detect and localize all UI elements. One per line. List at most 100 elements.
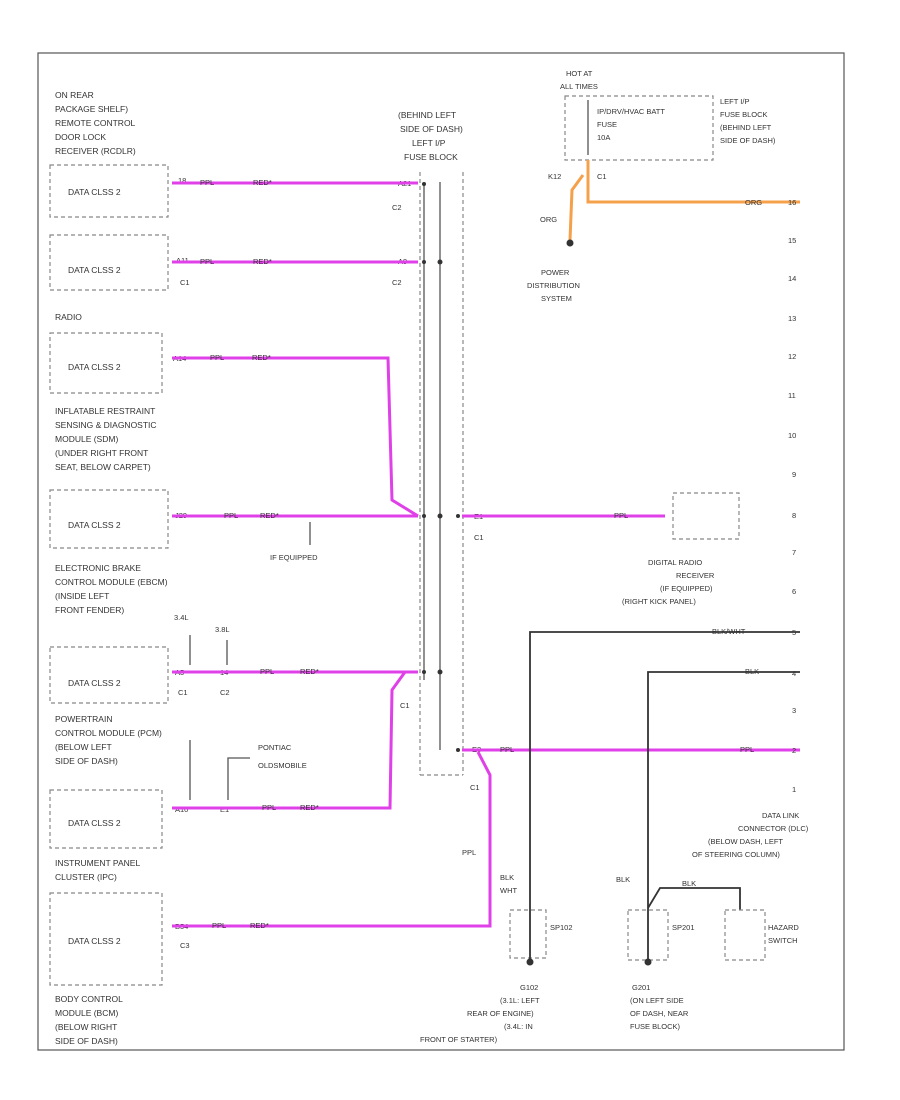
pcm-variant-1: PONTIAC bbox=[258, 743, 292, 752]
rcdlr-title-4: DOOR LOCK bbox=[55, 132, 106, 142]
battery-feed: HOT AT ALL TIMES IP/DRV/HVAC BATT FUSE 1… bbox=[527, 69, 800, 303]
pcm-label: DATA CLSS 2 bbox=[68, 818, 121, 828]
wire-hazard bbox=[647, 887, 741, 910]
sp201-box bbox=[627, 909, 669, 961]
sdm-note: IF EQUIPPED bbox=[270, 553, 318, 562]
ground-g102: SP102 G102 (3.1L: LEFT REAR OF ENGINE) (… bbox=[420, 909, 573, 1044]
wire-ebcm-stripe: RED* bbox=[300, 667, 319, 676]
pds-text-3: SYSTEM bbox=[541, 294, 572, 303]
dlc-title-3: (BELOW DASH, LEFT bbox=[708, 837, 783, 846]
ipc-label: DATA CLSS 2 bbox=[68, 936, 121, 946]
ebcm-conn-2: C2 bbox=[220, 688, 230, 697]
pcm-variant-2: OLDSMOBILE bbox=[258, 761, 307, 770]
dlc-pin-15: 15 bbox=[788, 236, 796, 245]
wire-battery-pds bbox=[568, 174, 585, 241]
radio-module: RADIO DATA CLSS 2 A14 bbox=[49, 312, 186, 394]
ebcm-conn-1: C1 bbox=[178, 688, 188, 697]
radio-label: DATA CLSS 2 bbox=[68, 362, 121, 372]
dlc-title-2: CONNECTOR (DLC) bbox=[738, 824, 809, 833]
ipc-title-1: INSTRUMENT PANEL bbox=[55, 858, 140, 868]
ebcm-title-3: (INSIDE LEFT bbox=[55, 591, 109, 601]
sdm-title-5: SEAT, BELOW CARPET) bbox=[55, 462, 151, 472]
fuse-label: FUSE bbox=[597, 120, 617, 129]
wire-rcdlr-color: PPL bbox=[200, 178, 214, 187]
hot-text-1: HOT AT bbox=[566, 69, 593, 78]
wire-receiver-color: PPL bbox=[614, 511, 628, 520]
bcm-title-1: BODY CONTROL bbox=[55, 994, 123, 1004]
battery-pin-1: K12 bbox=[548, 172, 561, 181]
wire-sdm-color: PPL bbox=[224, 511, 238, 520]
rcdlr-pin: 18 bbox=[178, 176, 186, 185]
wire-pcm-color: PPL bbox=[262, 803, 276, 812]
g201-terminal bbox=[644, 958, 652, 966]
wire-dlc5-color: BLK/WHT bbox=[712, 627, 746, 636]
fuse-location-3: (BEHIND LEFT bbox=[720, 123, 772, 132]
receiver-title-4: (RIGHT KICK PANEL) bbox=[622, 597, 696, 606]
dlc-pin-12: 12 bbox=[788, 352, 796, 361]
g201-wire: BLK bbox=[616, 875, 630, 884]
wire-battery-dlc bbox=[586, 160, 800, 204]
pcm-pointer-2 bbox=[227, 757, 250, 800]
wire-ipc-stripe: RED* bbox=[250, 921, 269, 930]
rcdlr-box bbox=[49, 164, 169, 218]
fuse-conn-1: C2 bbox=[392, 203, 402, 212]
sdm-title-3: MODULE (SDM) bbox=[55, 434, 118, 444]
ebcm-title-2: CONTROL MODULE (EBCM) bbox=[55, 577, 168, 587]
bus-junction-1 bbox=[437, 259, 443, 265]
rcdlr-label: DATA CLSS 2 bbox=[68, 187, 121, 197]
wire-sdm-stripe: RED* bbox=[260, 511, 279, 520]
sdm-title-2: SENSING & DIAGNOSTIC bbox=[55, 420, 157, 430]
sp102-label: SP102 bbox=[550, 923, 573, 932]
g201-title-2: (ON LEFT SIDE bbox=[630, 996, 684, 1005]
fuse-block-title-2: SIDE OF DASH) bbox=[400, 124, 463, 134]
ipc-title-2: CLUSTER (IPC) bbox=[55, 872, 117, 882]
ebcm-variant-1: 3.4L bbox=[174, 613, 189, 622]
fuse-conn-5: C1 bbox=[400, 701, 410, 710]
module-2-conn: C1 bbox=[180, 278, 190, 287]
dlc-pin-4: 4 bbox=[792, 669, 796, 678]
wire-ebcm-color: PPL bbox=[260, 667, 274, 676]
pds-text-2: DISTRIBUTION bbox=[527, 281, 580, 290]
ground-wires: BLK/WHT BLK BLK WHT BLK BLK bbox=[500, 627, 800, 912]
wire-pcm-stripe: RED* bbox=[300, 803, 319, 812]
ebcm-label: DATA CLSS 2 bbox=[68, 678, 121, 688]
wire-rcdlr-stripe: RED* bbox=[253, 178, 272, 187]
data-bus-wires: PPL RED* PPL RED* PPL RED* PPL RED* PPL … bbox=[172, 178, 800, 930]
g102-wire-2: WHT bbox=[500, 886, 517, 895]
pcm-title-4: SIDE OF DASH) bbox=[55, 756, 118, 766]
ebcm-module: ELECTRONIC BRAKE CONTROL MODULE (EBCM) (… bbox=[49, 563, 230, 704]
ipc-box bbox=[49, 892, 163, 986]
variant-pointers bbox=[189, 522, 311, 800]
fuse-block: (BEHIND LEFT SIDE OF DASH) LEFT I/P FUSE… bbox=[392, 110, 484, 792]
ebcm-variant-2: 3.8L bbox=[215, 625, 230, 634]
ebcm-box bbox=[49, 646, 169, 704]
g102-title-3: REAR OF ENGINE) bbox=[467, 1009, 534, 1018]
rcdlr-title-5: RECEIVER (RCDLR) bbox=[55, 146, 136, 156]
hazard-title-1: HAZARD bbox=[768, 923, 799, 932]
dlc-pin-11: 11 bbox=[788, 391, 796, 400]
bus-junction-2 bbox=[437, 513, 443, 519]
wire-ipc-trunk-color: PPL bbox=[462, 848, 476, 857]
dlc-pin-7: 7 bbox=[792, 548, 796, 557]
wire-radio-stripe: RED* bbox=[252, 353, 271, 362]
dlc-pin-8: 8 bbox=[792, 511, 796, 520]
sdm-module: INFLATABLE RESTRAINT SENSING & DIAGNOSTI… bbox=[49, 406, 318, 562]
wire-radio bbox=[172, 356, 419, 518]
wire-dlc-5-ground bbox=[529, 631, 800, 912]
sp201-label: SP201 bbox=[672, 923, 695, 932]
ipc-conn: C3 bbox=[180, 941, 190, 950]
module-2: DATA CLSS 2 A11 C1 bbox=[49, 234, 190, 291]
g201-title-3: OF DASH, NEAR bbox=[630, 1009, 689, 1018]
hazard-wire-color: BLK bbox=[682, 879, 696, 888]
fuse-conn-3: C1 bbox=[474, 533, 484, 542]
module-2-label: DATA CLSS 2 bbox=[68, 265, 121, 275]
fuse-location-1: LEFT I/P bbox=[720, 97, 749, 106]
ebcm-title-1: ELECTRONIC BRAKE bbox=[55, 563, 141, 573]
dlc-connector: 16 15 14 13 12 11 10 9 8 7 6 5 4 3 2 1 D… bbox=[692, 198, 809, 859]
sdm-title-4: (UNDER RIGHT FRONT bbox=[55, 448, 148, 458]
receiver-title-3: (IF EQUIPPED) bbox=[660, 584, 713, 593]
hazard-title-2: SWITCH bbox=[768, 936, 798, 945]
fuse-name: IP/DRV/HVAC BATT bbox=[597, 107, 665, 116]
wire-dlc4-color: BLK bbox=[745, 667, 759, 676]
